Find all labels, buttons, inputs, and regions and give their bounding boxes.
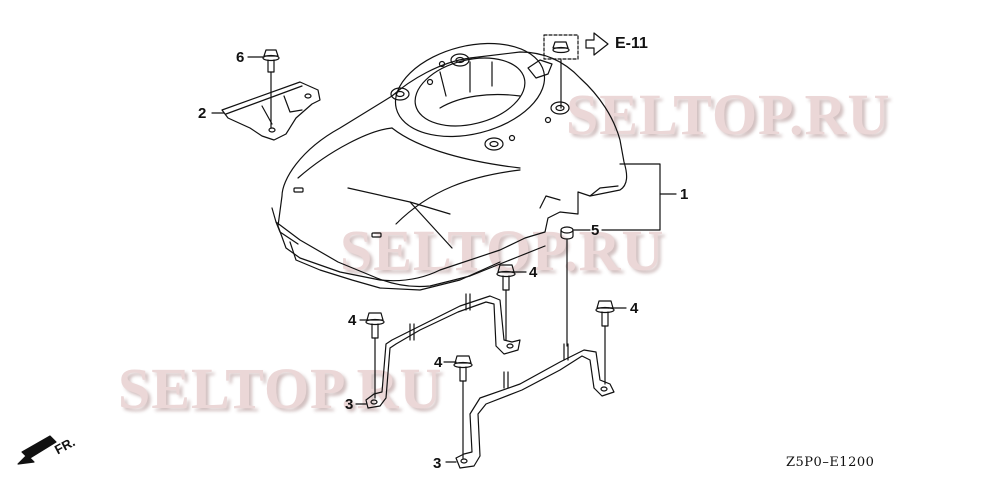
bolt-4b: [365, 312, 385, 399]
bolt-4c: [595, 300, 615, 385]
diagram-code: Z5P0–E1200: [786, 455, 875, 470]
leader-lines: [211, 56, 677, 463]
cover-plate: [221, 81, 321, 141]
callout-2[interactable]: 2: [198, 105, 207, 122]
callout-4-c[interactable]: 4: [630, 300, 639, 317]
bolt-4a: [496, 264, 516, 341]
nut-e11: [543, 34, 579, 109]
bolt-6: [262, 49, 280, 129]
ref-arrow-icon: [585, 32, 609, 56]
fan-cover-shroud: [271, 42, 628, 291]
callout-1[interactable]: 1: [680, 186, 689, 203]
callout-4-b[interactable]: 4: [348, 312, 357, 329]
callout-4-d[interactable]: 4: [434, 354, 443, 371]
front-direction-arrow-icon: [17, 435, 57, 465]
cross-reference-e11[interactable]: E-11: [615, 35, 648, 52]
callout-3-a[interactable]: 3: [345, 396, 354, 413]
callout-6[interactable]: 6: [236, 49, 245, 66]
collar-5: [560, 226, 574, 347]
callout-5[interactable]: 5: [591, 222, 600, 239]
stay-3-right: [455, 343, 615, 469]
stay-3-left: [365, 293, 521, 409]
bolt-4d: [453, 355, 473, 459]
callout-3-b[interactable]: 3: [433, 455, 442, 472]
callout-4-a[interactable]: 4: [529, 264, 538, 281]
